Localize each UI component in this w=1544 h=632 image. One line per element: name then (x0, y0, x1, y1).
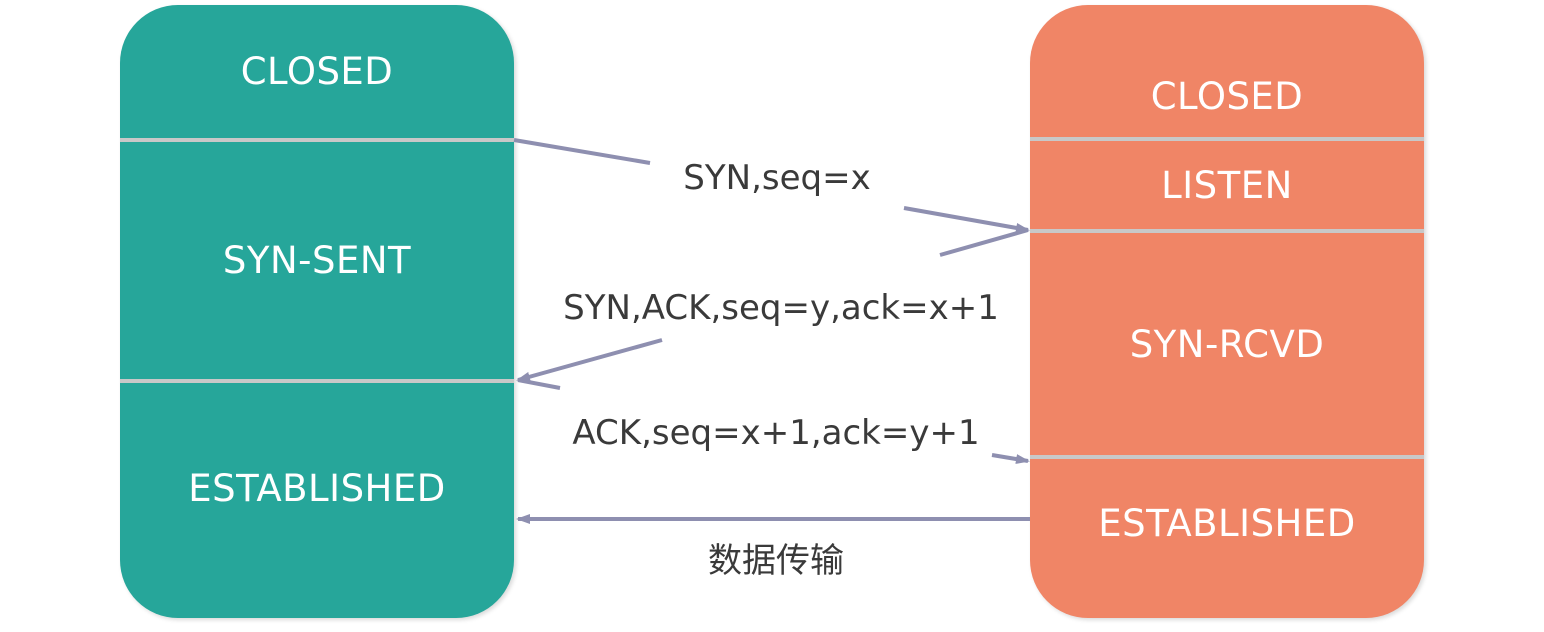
client-panel: CLOSED SYN-SENT ESTABLISHED (120, 5, 514, 618)
ack-label: ACK,seq=x+1,ack=y+1 (572, 413, 980, 453)
syn-label: SYN,seq=x (683, 158, 871, 198)
server-state-listen: LISTEN (1161, 163, 1293, 207)
syn-arrow-head (903, 206, 1030, 233)
server-state-closed: CLOSED (1150, 74, 1304, 118)
server-state-syn-rcvd: SYN-RCVD (1129, 322, 1325, 366)
server-panel: CLOSED LISTEN SYN-RCVD ESTABLISHED (1030, 5, 1424, 618)
syn-ack-arrow-tail (939, 228, 1029, 257)
client-divider-1 (120, 138, 514, 142)
syn-ack-arrow-stub (517, 378, 561, 390)
server-divider-3 (1030, 455, 1424, 459)
syn-arrow-tail (513, 138, 651, 165)
server-state-established: ESTABLISHED (1098, 501, 1356, 545)
server-divider-1 (1030, 137, 1424, 141)
syn-ack-label: SYN,ACK,seq=y,ack=x+1 (563, 288, 999, 328)
ack-arrow-head (991, 453, 1030, 464)
server-divider-2 (1030, 229, 1424, 233)
data-transfer-label: 数据传输 (708, 541, 844, 581)
client-state-closed: CLOSED (240, 50, 394, 93)
client-state-established: ESTABLISHED (188, 466, 446, 510)
client-divider-2 (120, 379, 514, 383)
client-state-syn-sent: SYN-SENT (222, 239, 412, 282)
syn-ack-arrow-head (516, 338, 663, 382)
